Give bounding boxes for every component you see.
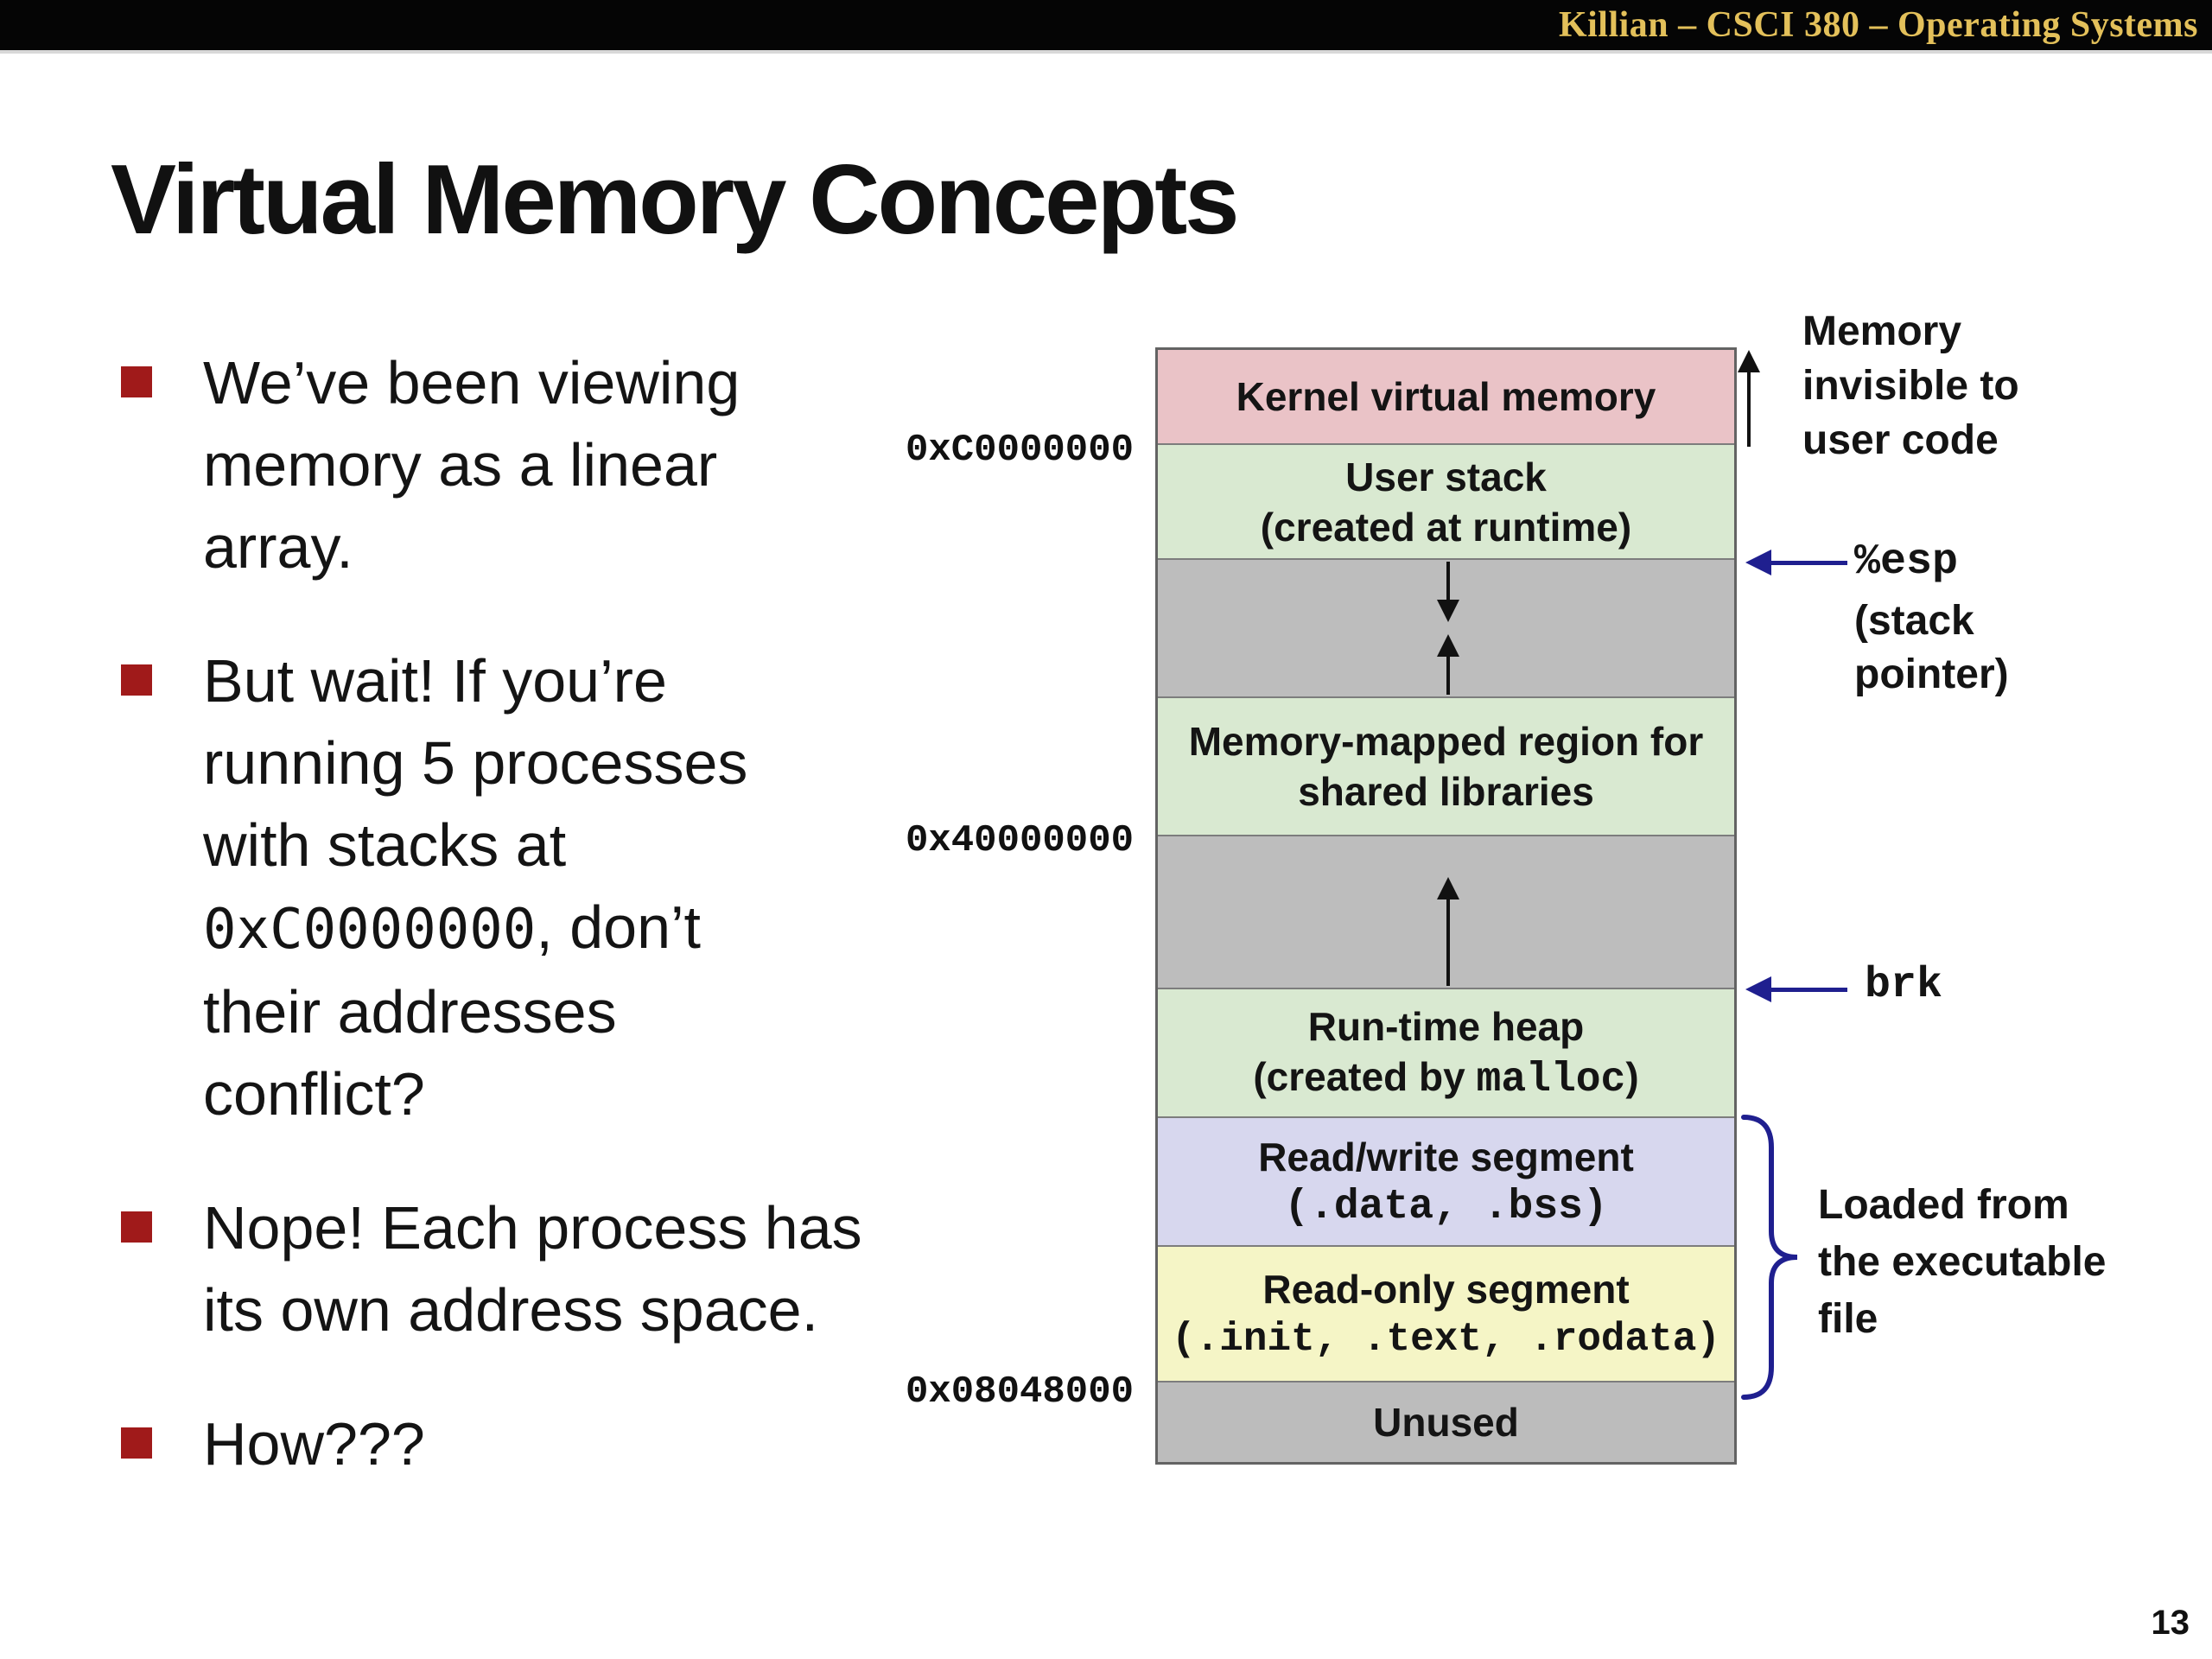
bullet-square-icon — [121, 664, 152, 696]
memory-invisible-note: Memory invisible to user code — [1802, 308, 2019, 463]
bullet-text: Nope! Each process has its own address s… — [203, 1194, 862, 1344]
course-label: Killian – CSCI 380 – Operating Systems — [1558, 5, 2198, 45]
segment-label: (.data, .bss) — [1284, 1183, 1608, 1230]
segment-read-write: Read/write segment (.data, .bss) — [1158, 1118, 1734, 1247]
list-item: We’ve been viewing memory as a linear ar… — [121, 342, 942, 588]
segment-user-stack: User stack (created at runtime) — [1158, 445, 1734, 560]
bullet-square-icon — [121, 1427, 152, 1459]
segment-kernel-virtual-memory: Kernel virtual memory — [1158, 350, 1734, 445]
segment-heap-growth-gap — [1158, 836, 1734, 989]
segment-read-only: Read-only segment (.init, .text, .rodata… — [1158, 1247, 1734, 1382]
bullet-square-icon — [121, 366, 152, 397]
esp-register-label: %esp — [1854, 537, 1959, 587]
segment-label: Unused — [1373, 1400, 1519, 1445]
segment-label: Run-time heap — [1307, 1003, 1585, 1049]
segment-label: (.init, .text, .rodata) — [1172, 1316, 1720, 1362]
segment-label: User stack — [1345, 454, 1547, 499]
bullet-square-icon — [121, 1211, 152, 1243]
address-label: 0x08048000 — [905, 1370, 1134, 1414]
segment-label: (created by malloc) — [1253, 1053, 1639, 1103]
curly-brace-icon — [1741, 1115, 1798, 1400]
inline-code: 0xC0000000 — [203, 898, 537, 962]
bullet-text: But wait! If you’re running 5 processes … — [203, 647, 748, 1128]
address-label: 0x40000000 — [905, 819, 1134, 862]
segment-unused: Unused — [1158, 1382, 1734, 1462]
address-label: 0xC0000000 — [905, 429, 1134, 472]
list-item: How??? — [121, 1403, 942, 1485]
bullet-text: We’ve been viewing memory as a linear ar… — [203, 349, 741, 581]
segment-label: Read/write segment — [1258, 1134, 1634, 1179]
segment-label: Memory-mapped region for — [1188, 719, 1704, 764]
list-item: But wait! If you’re running 5 processes … — [121, 640, 942, 1135]
page-number: 13 — [2151, 1604, 2190, 1642]
page-title: Virtual Memory Concepts — [111, 145, 1240, 255]
loaded-from-note: Loaded from the executable file — [1818, 1182, 2107, 1342]
memory-map-diagram: Kernel virtual memory User stack (create… — [1155, 347, 1737, 1465]
header-bar: Killian – CSCI 380 – Operating Systems — [0, 0, 2212, 54]
esp-caption: (stack pointer) — [1854, 598, 2009, 697]
segment-label: (created at runtime) — [1260, 504, 1632, 550]
list-item: Nope! Each process has its own address s… — [121, 1187, 942, 1351]
bullet-list: We’ve been viewing memory as a linear ar… — [121, 342, 942, 1537]
segment-memory-mapped-region: Memory-mapped region for shared librarie… — [1158, 698, 1734, 836]
segment-label: Kernel virtual memory — [1236, 374, 1656, 419]
brk-arrow-icon — [1745, 976, 1847, 1002]
segment-label: Read-only segment — [1262, 1266, 1630, 1312]
segment-stack-growth-gap — [1158, 560, 1734, 698]
bullet-text: How??? — [203, 1410, 425, 1478]
esp-arrow-icon — [1745, 550, 1847, 575]
segment-runtime-heap: Run-time heap (created by malloc) — [1158, 989, 1734, 1118]
segment-label: shared libraries — [1298, 769, 1594, 814]
brk-label: brk — [1865, 961, 1943, 1010]
